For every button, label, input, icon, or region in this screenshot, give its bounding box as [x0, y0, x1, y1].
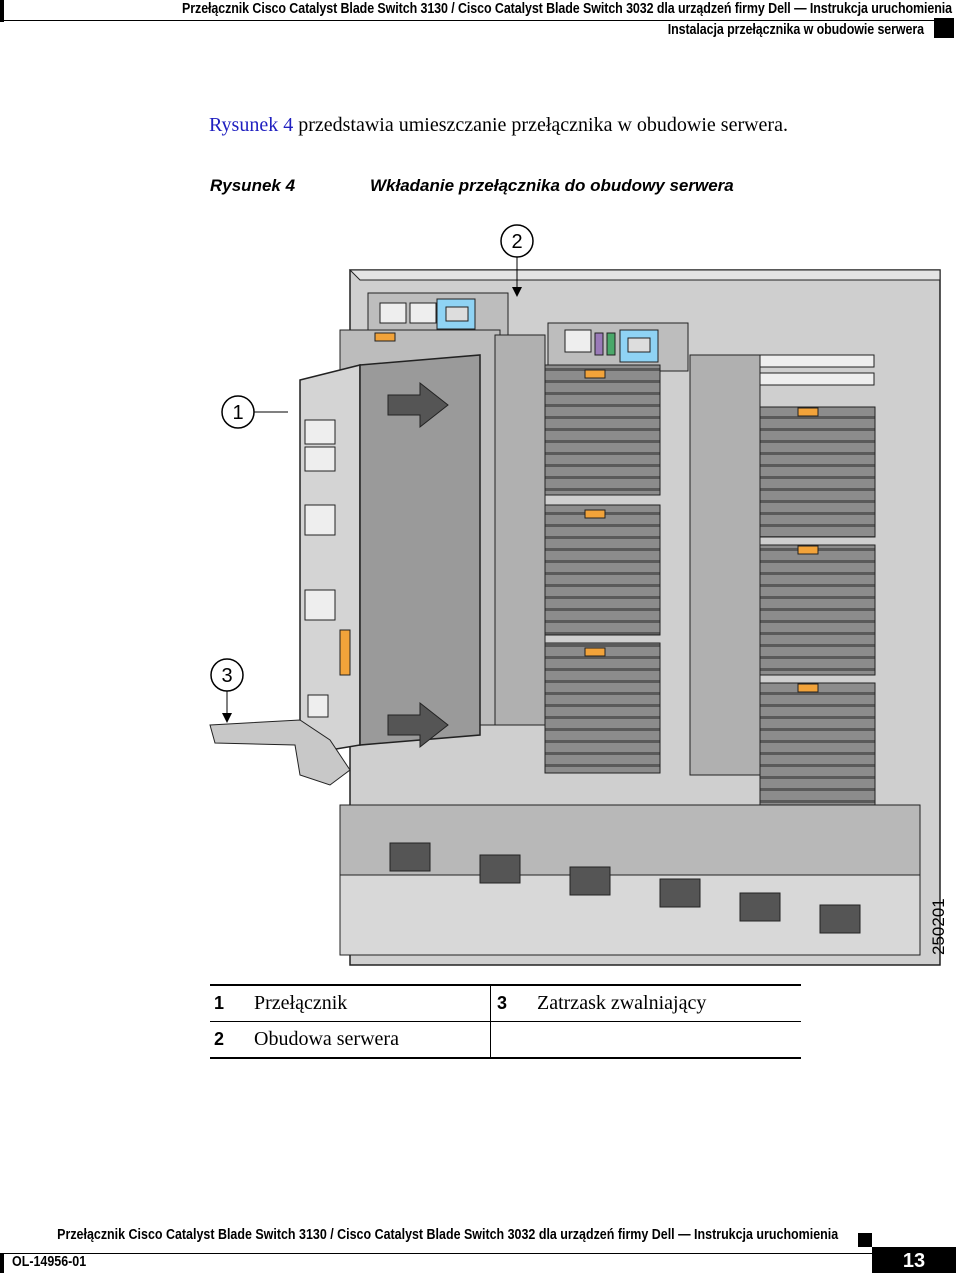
insert-arrow [387, 701, 449, 749]
legend-table: 1 Przełącznik 3 Zatrzask zwalniający 2 O… [210, 984, 801, 1059]
svg-text:2: 2 [511, 231, 522, 253]
figure-title: Wkładanie przełącznika do obudowy serwer… [370, 176, 734, 195]
header-title: Przełącznik Cisco Catalyst Blade Switch … [182, 1, 952, 17]
figure-caption: Rysunek 4 Wkładanie przełącznika do obud… [210, 176, 734, 196]
header-rule [0, 20, 954, 21]
legend-row: 1 Przełącznik 3 Zatrzask zwalniający [210, 984, 801, 1022]
legend-text [533, 1021, 801, 1059]
insert-arrow [387, 381, 449, 429]
release-latch [209, 719, 351, 786]
intro-paragraph: Rysunek 4 przedstawia umieszczanie przeł… [209, 114, 788, 137]
switch-module [299, 354, 481, 756]
figure-link[interactable]: Rysunek 4 [209, 114, 294, 136]
callout-2: 2 [500, 224, 534, 258]
legend-text: Zatrzask zwalniający [533, 984, 801, 1022]
document-number: OL-14956-01 [12, 1254, 87, 1270]
header-bar [0, 0, 4, 22]
figure-illustration: 1 2 3 [209, 224, 941, 966]
legend-text: Obudowa serwera [250, 1021, 491, 1059]
legend-number [490, 1021, 533, 1059]
legend-number: 1 [210, 984, 250, 1022]
callout-1: 1 [221, 395, 255, 429]
page-number: 13 [872, 1247, 956, 1273]
footer-title: Przełącznik Cisco Catalyst Blade Switch … [56, 1227, 838, 1243]
callout-3: 3 [210, 658, 244, 692]
footer-rule [0, 1253, 930, 1254]
legend-number: 2 [210, 1021, 250, 1059]
footer-marker [858, 1233, 872, 1247]
header-section: Instalacja przełącznika w obudowie serwe… [667, 22, 924, 38]
svg-text:1: 1 [232, 402, 243, 424]
figure-label: Rysunek 4 [210, 176, 296, 195]
footer-bar [0, 1253, 4, 1273]
legend-row: 2 Obudowa serwera [210, 1021, 801, 1059]
header-marker [934, 18, 954, 38]
intro-text: przedstawia umieszczanie przełącznika w … [293, 114, 788, 136]
legend-text: Przełącznik [250, 984, 491, 1022]
svg-text:3: 3 [221, 665, 232, 687]
legend-number: 3 [490, 984, 533, 1022]
figure-id: 250201 [929, 898, 948, 955]
